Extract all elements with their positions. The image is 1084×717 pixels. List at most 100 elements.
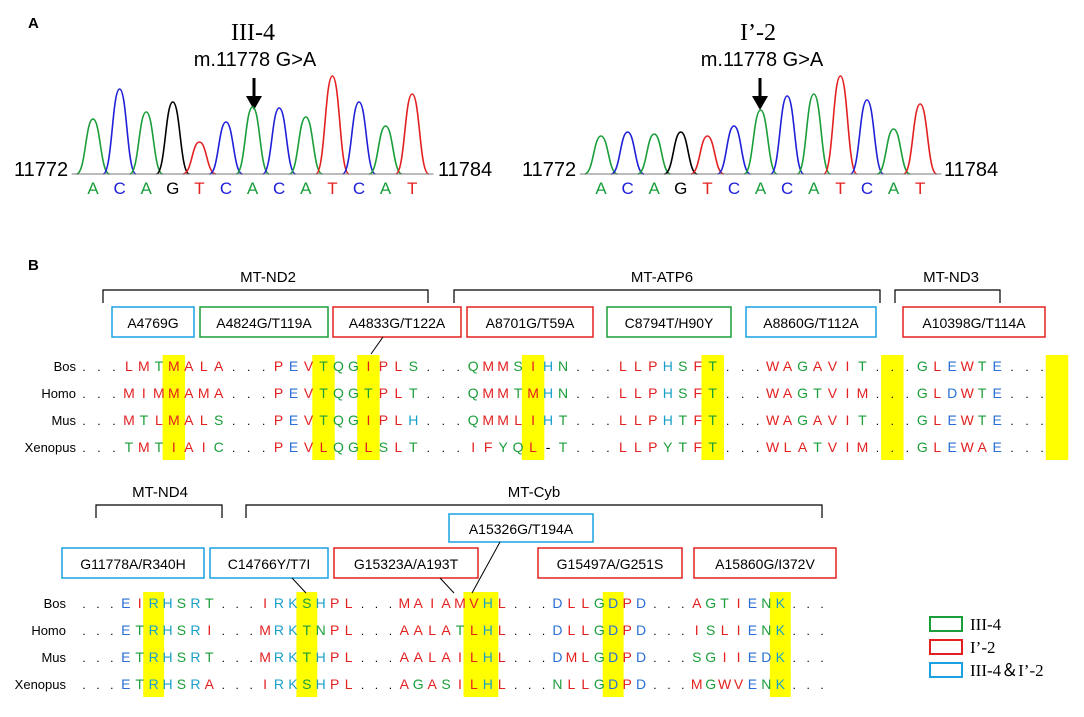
alignment-residue: A	[813, 358, 823, 374]
alignment-residue: .	[361, 597, 364, 611]
alignment-residue: V	[828, 385, 838, 401]
alignment-residue: .	[741, 360, 744, 374]
alignment-residue: S	[302, 676, 311, 692]
alignment-residue: L	[320, 439, 328, 455]
alignment-residue: .	[96, 651, 99, 665]
gene-label-mt-nd4: MT-ND4	[132, 484, 188, 501]
alignment-residue: .	[806, 597, 809, 611]
alignment-residue: T	[678, 412, 687, 428]
alignment-residue: F	[693, 358, 702, 374]
connector-a4833g	[370, 336, 384, 355]
alignment-residue: .	[1025, 387, 1028, 401]
chromatogram-peak	[796, 93, 832, 175]
alignment-residue: I	[172, 439, 176, 455]
alignment-residue: D	[552, 649, 562, 665]
chromatogram-peak	[584, 135, 618, 175]
alignment-residue: G	[594, 676, 605, 692]
alignment-residue: .	[667, 651, 670, 665]
alignment-residue: H	[483, 622, 493, 638]
alignment-residue: .	[427, 414, 430, 428]
alignment-residue: T	[155, 439, 164, 455]
alignment-residue: F	[693, 412, 702, 428]
alignment-residue: .	[576, 414, 579, 428]
alignment-residue: M	[857, 439, 869, 455]
alignment-residue: .	[653, 651, 656, 665]
alignment-residue: P	[274, 358, 283, 374]
alignment-residue: H	[316, 676, 326, 692]
alignment-residue: .	[222, 651, 225, 665]
alignment-residue: .	[591, 360, 594, 374]
alignment-residue: E	[992, 385, 1001, 401]
alignment-residue: M	[259, 622, 271, 638]
alignment-residue: L	[619, 385, 627, 401]
alignment-residue: E	[948, 439, 957, 455]
alignment-residue: .	[726, 441, 729, 455]
alignment-residue: Y	[663, 439, 673, 455]
base-call: A	[141, 179, 153, 198]
alignment-residue: L	[933, 439, 941, 455]
alignment-residue: .	[457, 414, 460, 428]
alignment-residue: I	[366, 412, 370, 428]
base-call: T	[702, 179, 712, 198]
alignment-residue: I	[723, 649, 727, 665]
conserved-site-highlight	[312, 355, 335, 460]
alignment-residue: T	[155, 358, 164, 374]
alignment-residue: .	[606, 360, 609, 374]
alignment-residue: I	[458, 649, 462, 665]
chromatogram-peak	[637, 133, 672, 175]
alignment-residue: .	[427, 360, 430, 374]
arrow-right	[752, 78, 768, 110]
alignment-residue: H	[543, 385, 553, 401]
base-call: A	[888, 179, 900, 198]
gene-label-mt-nd3: MT-ND3	[923, 269, 979, 286]
alignment-residue: I	[458, 676, 462, 692]
alignment-residue: H	[316, 595, 326, 611]
alignment-residue: .	[756, 387, 759, 401]
alignment-residue: L	[581, 649, 589, 665]
base-call: T	[194, 179, 204, 198]
alignment-residue: E	[748, 649, 757, 665]
alignment-residue: P	[379, 358, 388, 374]
alignment-residue: .	[820, 678, 823, 692]
alignment-residue: L	[634, 439, 642, 455]
alignment-residue: I	[207, 622, 211, 638]
chromatogram-peak	[341, 101, 377, 175]
base-call: A	[649, 179, 661, 198]
position-end-left: 11784	[438, 159, 492, 181]
alignment-residue: .	[806, 678, 809, 692]
mutation-label-left: m.11778 G>A	[194, 49, 317, 71]
alignment-residue: .	[793, 597, 796, 611]
alignment-residue: A	[214, 385, 224, 401]
alignment-residue: G	[348, 412, 359, 428]
alignment-residue: L	[470, 676, 478, 692]
alignment-residue: .	[232, 414, 235, 428]
species-bos: Bos	[54, 359, 77, 374]
chromatogram-peak	[76, 118, 110, 175]
alignment-residue: L	[428, 649, 436, 665]
alignment-residue: .	[375, 651, 378, 665]
conserved-site-highlight	[477, 592, 499, 697]
alignment-residue: P	[274, 439, 283, 455]
alignment-residue: L	[394, 412, 402, 428]
alignment-residue: T	[140, 412, 149, 428]
alignment-residue: .	[756, 360, 759, 374]
chromatogram-peak	[102, 88, 137, 175]
alignment-residue: M	[482, 412, 494, 428]
alignment-residue: S	[379, 439, 388, 455]
alignment-residue: .	[442, 441, 445, 455]
alignment-residue: A	[414, 595, 424, 611]
alignment-residue: .	[1010, 387, 1013, 401]
base-call: C	[621, 179, 633, 198]
alignment-residue: L	[125, 358, 133, 374]
alignment-residue: M	[198, 385, 210, 401]
alignment-residue: .	[667, 624, 670, 638]
alignment-residue: D	[608, 676, 618, 692]
alignment-residue: R	[274, 595, 284, 611]
alignment-residue: H	[483, 595, 493, 611]
alignment-residue: M	[123, 385, 135, 401]
alignment-residue: K	[288, 595, 298, 611]
alignment-residue: A	[400, 622, 410, 638]
base-call: C	[781, 179, 793, 198]
alignment-residue: M	[168, 385, 180, 401]
